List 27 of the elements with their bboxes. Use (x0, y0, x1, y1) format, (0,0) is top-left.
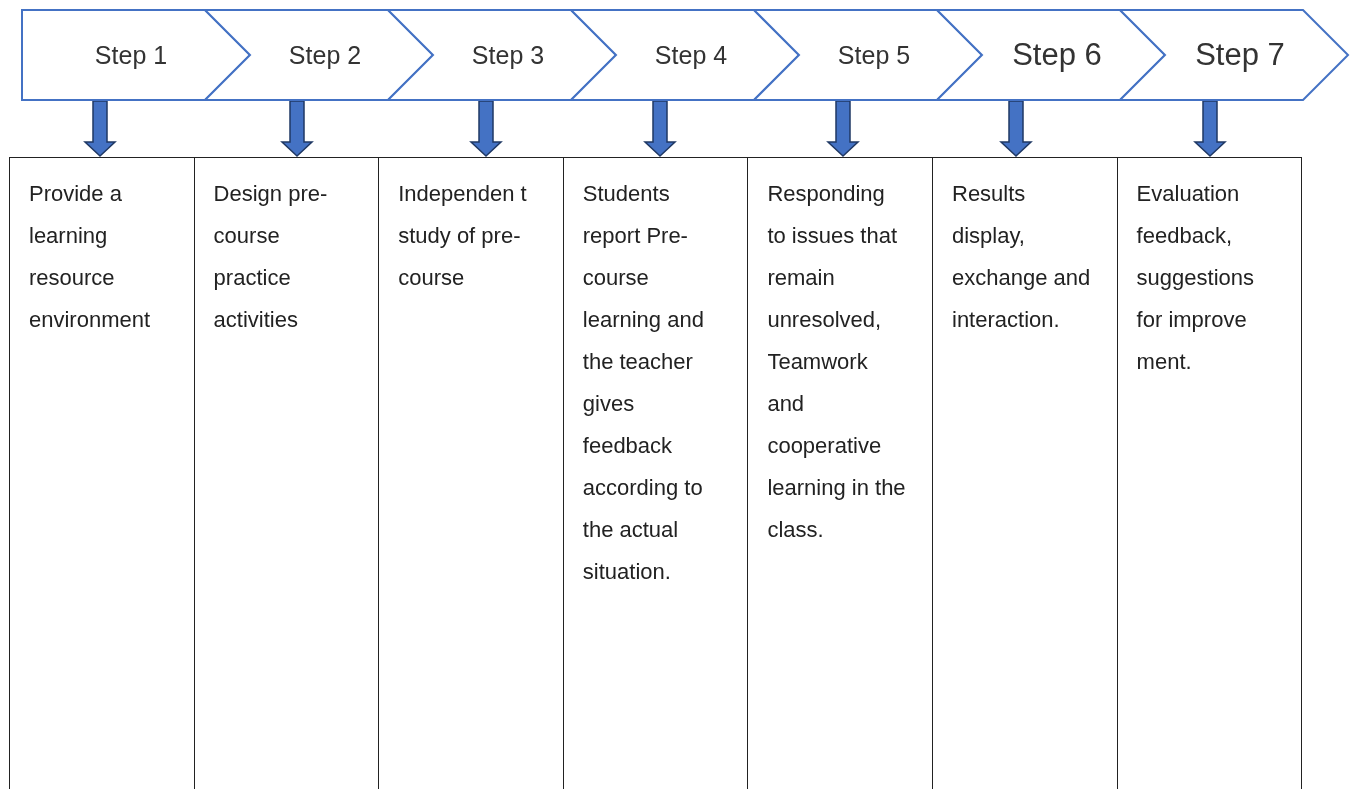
step-label: Step 3 (471, 40, 545, 70)
step-label: Step 2 (288, 40, 362, 70)
step-description: Students report Pre- course learning and the teacher gives feedback according to the actual situation. (582, 180, 705, 586)
down-arrow (643, 100, 677, 158)
step-label: Step 5 (837, 40, 911, 70)
step-description: Results display, exchange and interaction. (952, 180, 1092, 334)
step-description: Design pre- course practice activities (213, 180, 329, 334)
step-column (1116, 157, 1303, 789)
step-description: Independen t study of pre-course (398, 180, 528, 292)
step-label: Step 7 (1195, 37, 1285, 73)
step-column (378, 157, 563, 789)
down-arrow (280, 100, 314, 158)
down-arrow (469, 100, 503, 158)
down-arrow (826, 100, 860, 158)
step-description: Evaluation feedback, suggestions for improve ment. (1136, 180, 1255, 376)
step-column (9, 157, 194, 789)
step-description: Responding to issues that remain unresolved, Teamwork and cooperative learning in the class. (767, 180, 907, 544)
step-column (932, 157, 1117, 789)
step-column (193, 157, 379, 789)
step-description: Provide a learning resource environment (29, 180, 152, 334)
step-label: Step 4 (654, 40, 728, 70)
down-arrow (1193, 100, 1227, 158)
step-label: Step 6 (1012, 37, 1102, 73)
step-column (747, 157, 932, 789)
down-arrow (83, 100, 117, 158)
down-arrow (999, 100, 1033, 158)
step-column (562, 157, 748, 789)
